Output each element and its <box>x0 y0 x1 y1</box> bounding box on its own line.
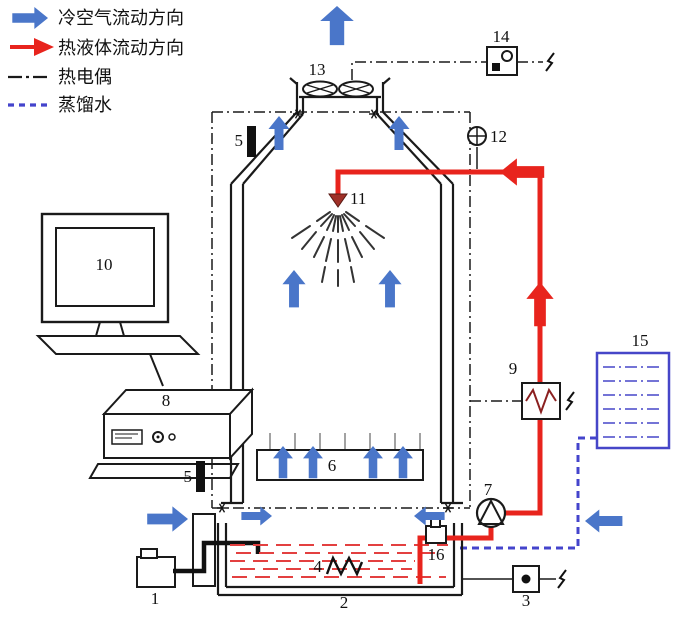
water-tank <box>595 351 671 450</box>
logger-shelf <box>88 463 240 479</box>
label-water-tank: 15 <box>632 331 649 350</box>
computer-logger-cable <box>149 353 164 387</box>
thermocouple-probe-lower <box>196 461 205 492</box>
label-spray-nozzle: 11 <box>350 189 366 208</box>
packing-ticks <box>269 433 421 450</box>
exhaust-air-arrow <box>320 6 354 46</box>
data-logger <box>101 387 255 461</box>
hot-liquid-arrow-icon <box>34 38 54 56</box>
thermocouple-probe-upper <box>247 126 256 157</box>
heater-controller <box>462 565 567 593</box>
power-icon <box>565 391 575 411</box>
inlet-duct <box>192 513 216 587</box>
keyboard <box>35 335 201 355</box>
label-computer: 10 <box>96 255 113 274</box>
legend-item-hot-liquid: 热液体流动方向 <box>10 38 184 58</box>
fan-controller <box>486 46 555 76</box>
label-fan: 13 <box>309 60 326 79</box>
label-data-logger: 8 <box>162 391 171 410</box>
heating-coil <box>325 555 364 577</box>
distilled-water-line <box>456 436 597 550</box>
valve <box>425 518 447 544</box>
legend-label-hot-liquid: 热液体流动方向 <box>58 38 184 58</box>
power-icon <box>545 52 555 72</box>
legend-label-distilled-water: 蒸馏水 <box>58 95 112 115</box>
gauge <box>467 126 487 169</box>
inline-heater <box>521 382 575 420</box>
label-gauge: 12 <box>490 127 507 146</box>
fan-icon <box>302 80 374 98</box>
label-distributor: 6 <box>328 456 337 475</box>
legend-item-thermocouple: 热电偶 <box>8 67 112 87</box>
label-inline-heater: 9 <box>509 359 518 378</box>
label-controller: 3 <box>522 591 531 610</box>
spray-pattern <box>291 211 385 287</box>
air-inlet-right-arrow <box>585 509 623 533</box>
thermocouple-network <box>211 61 543 509</box>
spray-nozzle <box>328 193 348 208</box>
label-probe-lower: 5 <box>184 467 193 486</box>
legend-label-thermocouple: 热电偶 <box>58 67 112 87</box>
blower <box>136 548 176 588</box>
hot-flow-up-arrow <box>526 282 554 327</box>
cold-air-arrow-icon <box>12 6 48 30</box>
label-fan-controller: 14 <box>493 27 511 46</box>
component-labels: 1 2 3 4 5 5 6 7 8 9 10 11 12 13 14 15 16 <box>96 27 649 612</box>
label-pump: 7 <box>484 480 493 499</box>
power-icon <box>557 569 567 589</box>
label-valve: 16 <box>428 545 445 564</box>
pump <box>475 497 507 529</box>
label-blower: 1 <box>151 589 160 608</box>
inlet-pipe <box>173 540 261 574</box>
label-heating-coil: 4 <box>314 557 323 576</box>
cooling-tower <box>221 77 463 505</box>
air-inlet-left-arrow <box>147 506 188 532</box>
water-basin <box>216 523 464 597</box>
label-water-basin: 2 <box>340 593 349 612</box>
legend-item-distilled-water: 蒸馏水 <box>8 95 112 115</box>
computer-monitor <box>40 212 170 337</box>
hot-water-lines <box>230 544 448 578</box>
legend: 冷空气流动方向 热液体流动方向 热电偶 蒸馏水 <box>8 6 184 115</box>
label-probe-upper: 5 <box>235 131 244 150</box>
legend-item-cold-air: 冷空气流动方向 <box>12 6 184 30</box>
legend-label-cold-air: 冷空气流动方向 <box>58 8 184 28</box>
